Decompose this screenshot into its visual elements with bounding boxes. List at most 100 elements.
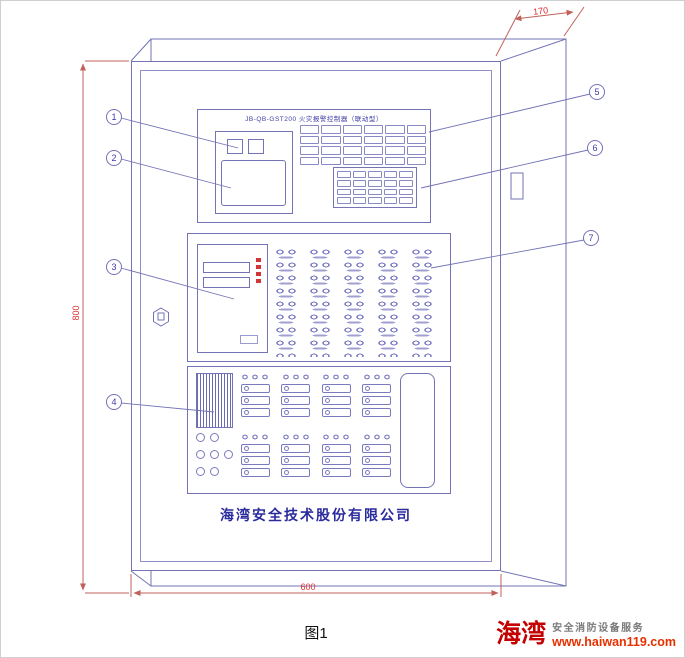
round-button bbox=[196, 433, 205, 442]
callout-number: 6 bbox=[592, 143, 597, 153]
control-buttons-block bbox=[196, 433, 240, 484]
button-row bbox=[196, 433, 240, 442]
module-button-bar bbox=[281, 396, 311, 405]
round-button bbox=[224, 450, 233, 459]
module-button-bar bbox=[321, 456, 351, 465]
callout-number: 3 bbox=[111, 262, 116, 272]
keypad-key bbox=[383, 179, 398, 187]
callout-number: 5 bbox=[594, 87, 599, 97]
function-button bbox=[321, 125, 341, 134]
dimension-height: 800 bbox=[71, 305, 81, 320]
module-button-bar bbox=[281, 456, 311, 465]
button-row bbox=[196, 450, 240, 459]
keypad-key bbox=[368, 171, 382, 178]
module-button-bar bbox=[321, 408, 351, 417]
module-button-bar bbox=[240, 468, 270, 477]
printer-module bbox=[197, 244, 268, 353]
control-section bbox=[187, 366, 451, 494]
led-indicator-column bbox=[273, 247, 299, 357]
keypad-key bbox=[383, 197, 398, 204]
function-button bbox=[364, 125, 384, 134]
zone-led-columns bbox=[273, 247, 443, 357]
module-led-row bbox=[321, 373, 352, 381]
module-button-bar bbox=[321, 444, 351, 453]
module-button-bar bbox=[240, 444, 270, 453]
function-button bbox=[385, 156, 405, 165]
callout-number: 4 bbox=[111, 397, 116, 407]
control-module bbox=[318, 432, 355, 488]
dimension-depth: 170 bbox=[533, 5, 549, 17]
logo-website: www.haiwan119.com bbox=[552, 635, 676, 649]
keypad-key bbox=[399, 179, 413, 187]
indicator-section bbox=[187, 233, 451, 362]
brand-mark bbox=[240, 335, 258, 344]
keypad-key bbox=[368, 188, 382, 196]
function-button bbox=[364, 135, 384, 144]
function-button bbox=[406, 146, 426, 155]
control-module bbox=[278, 372, 315, 428]
cabinet-front-door: JB-QB-GST200 火灾报警控制器（联动型） bbox=[131, 61, 501, 571]
function-button bbox=[406, 156, 426, 165]
round-button bbox=[210, 433, 219, 442]
logo-text: 海湾 bbox=[496, 619, 547, 648]
keypad-key bbox=[337, 179, 351, 187]
control-module bbox=[237, 432, 274, 488]
keypad-key bbox=[383, 171, 398, 178]
function-button bbox=[342, 125, 362, 134]
keypad-key bbox=[399, 197, 413, 204]
keypad-key bbox=[352, 171, 367, 178]
module-led-row bbox=[361, 433, 392, 441]
module-button-bar bbox=[240, 456, 270, 465]
dimension-width: 600 bbox=[300, 582, 315, 592]
module-button-bar bbox=[321, 468, 351, 477]
function-button bbox=[342, 156, 362, 165]
round-button bbox=[210, 467, 219, 476]
printer-slot bbox=[203, 277, 250, 288]
module-button-bar bbox=[321, 396, 351, 405]
function-button bbox=[300, 146, 320, 155]
module-button-bar bbox=[362, 396, 392, 405]
logo-tagline: 安全消防设备服务 bbox=[552, 623, 645, 634]
lcd-button bbox=[227, 139, 243, 154]
round-button bbox=[196, 450, 205, 459]
module-button-bar bbox=[281, 408, 311, 417]
keypad-key bbox=[399, 171, 413, 178]
module-led-row bbox=[321, 433, 352, 441]
module-button-bar bbox=[321, 384, 351, 393]
keypad-key bbox=[399, 188, 413, 196]
module-led-row bbox=[280, 433, 311, 441]
module-button-bar bbox=[281, 384, 311, 393]
function-button bbox=[406, 135, 426, 144]
module-button-bar bbox=[240, 384, 270, 393]
keypad bbox=[333, 167, 417, 208]
function-button bbox=[300, 135, 320, 144]
keypad-key bbox=[352, 179, 367, 187]
lcd-button bbox=[248, 139, 264, 154]
module-led-row bbox=[361, 373, 392, 381]
function-button bbox=[321, 135, 341, 144]
function-button bbox=[300, 156, 320, 165]
led-indicator-column bbox=[375, 247, 401, 357]
control-module bbox=[359, 372, 396, 428]
keypad-key bbox=[337, 171, 351, 178]
printer-red-indicators bbox=[256, 258, 261, 284]
function-button bbox=[385, 146, 405, 155]
function-button bbox=[364, 146, 384, 155]
callout-number: 2 bbox=[111, 153, 116, 163]
keypad-key bbox=[352, 197, 367, 204]
keypad-key bbox=[337, 197, 351, 204]
control-module bbox=[359, 432, 396, 488]
figure-caption: 图1 bbox=[304, 625, 328, 642]
round-button bbox=[196, 467, 205, 476]
module-button-bar bbox=[362, 456, 392, 465]
function-button bbox=[321, 156, 341, 165]
callout-number: 7 bbox=[588, 233, 593, 243]
control-module bbox=[237, 372, 274, 428]
module-button-bar bbox=[240, 396, 270, 405]
led-indicator-column bbox=[307, 247, 333, 357]
keypad-key bbox=[368, 197, 382, 204]
side-slot-panel bbox=[400, 373, 435, 488]
module-led-row bbox=[280, 373, 311, 381]
module-button-bar bbox=[281, 444, 311, 453]
